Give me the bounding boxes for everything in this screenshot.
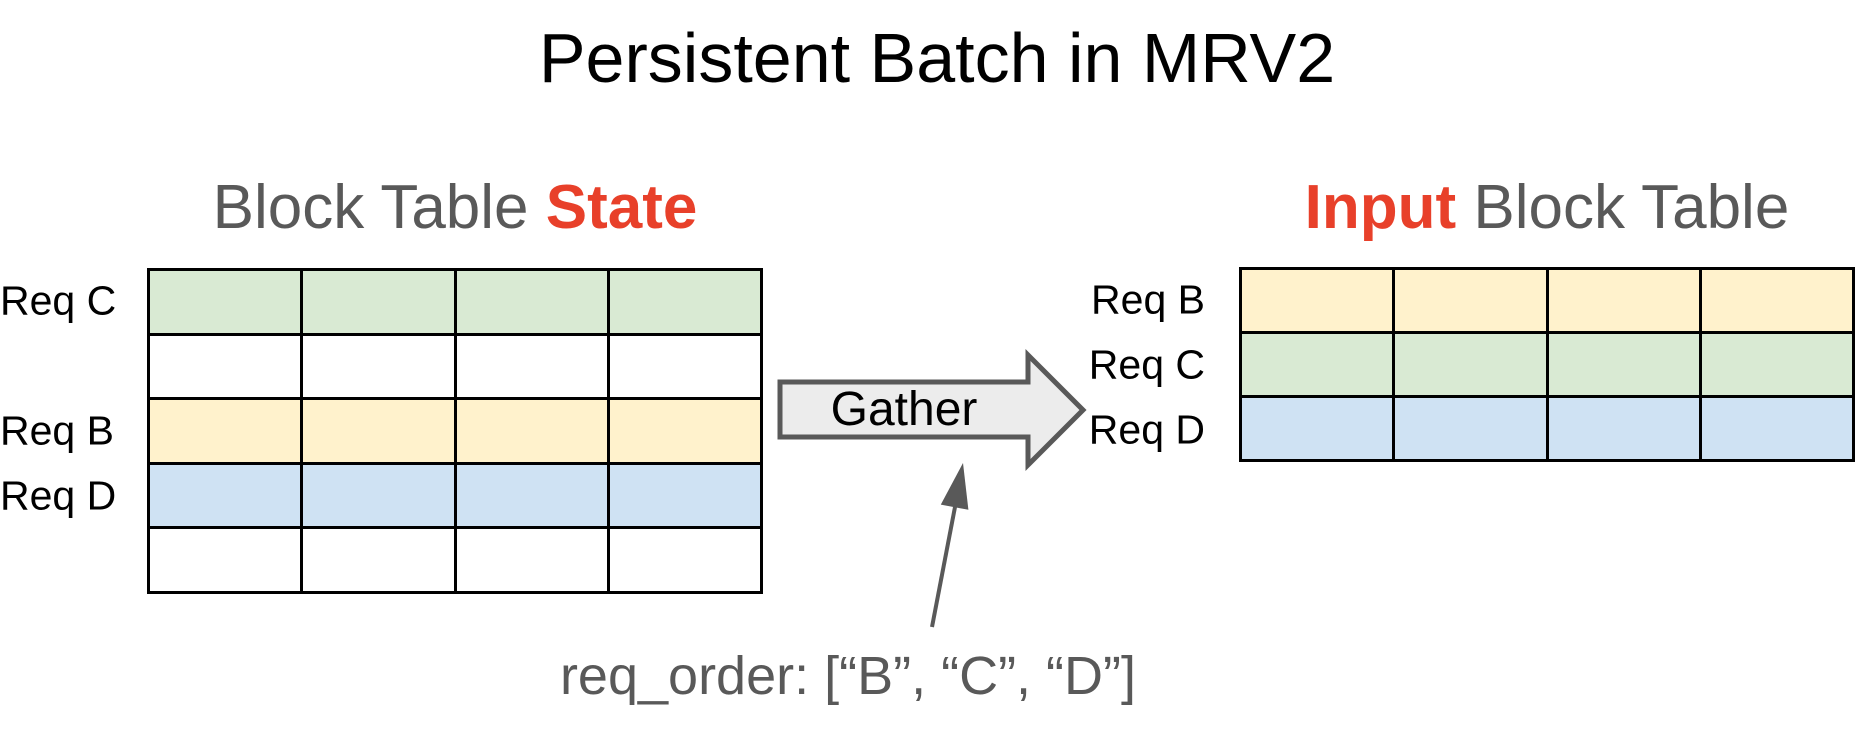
input-heading-plain-text: Block Table: [1456, 173, 1790, 242]
block-cell: [1548, 334, 1699, 395]
input-heading-accent-text: Input: [1304, 173, 1457, 242]
block-cell: [1701, 270, 1852, 331]
block-cell: [1548, 398, 1699, 459]
block-cell: [1242, 270, 1393, 331]
block-cell: [456, 529, 607, 591]
row-label: Req C: [1088, 341, 1205, 387]
block-cell: [609, 529, 760, 591]
block-cell: [456, 335, 607, 398]
block-cell: [150, 464, 301, 527]
block-cell: [1701, 334, 1852, 395]
block-cell: [150, 335, 301, 398]
block-cell: [150, 529, 301, 591]
block-cell: [303, 335, 454, 398]
block-cell: [1548, 270, 1699, 331]
gather-arrow-label: Gather: [830, 383, 978, 436]
block-cell: [1701, 398, 1852, 459]
block-cell: [609, 271, 760, 333]
row-label: Req D: [0, 472, 117, 519]
row-label: Req B: [1091, 276, 1205, 322]
input-block-table: [1239, 267, 1855, 462]
row-label: Req C: [0, 277, 117, 324]
block-cell: [1395, 270, 1546, 331]
block-cell: [150, 400, 301, 462]
block-cell: [303, 529, 454, 591]
row-label: Req D: [1088, 406, 1205, 452]
gather-arrow-shape: [777, 348, 1087, 472]
block-cell: [609, 335, 760, 398]
block-cell: [303, 271, 454, 333]
state-table-heading: Block Table State: [147, 176, 763, 240]
annotation-arrow-line: [930, 506, 957, 628]
block-cell: [1395, 398, 1546, 459]
block-cell: [609, 400, 760, 462]
block-cell: [150, 271, 301, 333]
state-heading-plain-text: Block Table: [212, 173, 546, 242]
diagram-title: Persistent Batch in MRV2: [538, 19, 1336, 97]
block-cell: [456, 464, 607, 527]
block-cell: [1242, 398, 1393, 459]
req-order-annotation: req_order: [“B”, “C”, “D”]: [559, 646, 1137, 706]
state-block-table: [147, 268, 763, 594]
annotation-arrow-head: [940, 463, 969, 510]
annotation-arrow-icon: [930, 463, 969, 628]
gather-arrow-polygon: [777, 348, 1087, 472]
block-cell: [609, 464, 760, 527]
block-cell: [1395, 334, 1546, 395]
block-cell: [456, 400, 607, 462]
block-cell: [1242, 334, 1393, 395]
block-cell: [303, 464, 454, 527]
input-table-heading: Input Block Table: [1239, 176, 1855, 240]
state-heading-accent-text: State: [545, 173, 698, 242]
block-cell: [303, 400, 454, 462]
row-label: Req B: [0, 407, 114, 454]
block-cell: [456, 271, 607, 333]
